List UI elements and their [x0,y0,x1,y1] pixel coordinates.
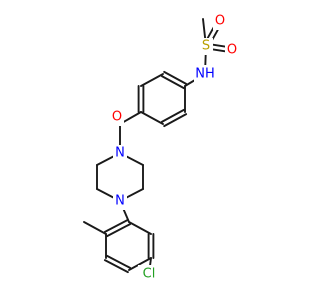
atom-label-amide-nh: NH [195,67,215,82]
atom-cl: Cl [138,265,160,282]
atom-n1: N [113,145,127,162]
atom-o3: O [110,109,124,126]
atom-label-oxygen-carbonyl: O [112,110,122,125]
atom-o2: O [225,41,239,58]
bond-a5-a6 [140,73,164,87]
bond-b4-b5 [128,257,152,271]
atom-nh: NH [194,65,216,82]
bond-a2-a3-a [160,108,185,123]
atom-s: S [199,38,213,55]
bond-b2-bMe [83,221,107,235]
bond-a2-a3-b [163,113,188,128]
atom-label-nitrogen-piperazine-2: N [115,194,125,209]
bond-b3-b4-a [103,259,129,274]
bond-b6-b1 [128,221,152,235]
atom-o1: O [213,13,227,30]
bond-a6-a1-a [160,75,185,90]
atom-label-oxygen-sulfonyl-2: O [227,43,237,58]
molecule-structure-diagram: S O O NH O N N Cl [83,13,239,282]
atom-label-oxygen-sulfonyl-1: O [215,14,225,29]
atom-label-nitrogen-piperazine-1: N [115,146,125,161]
bond-b3-b4-b [106,254,132,269]
atom-label-chlorine: Cl [143,267,156,282]
bond-b1-b2-a [103,218,129,233]
atom-label-sulfur: S [202,39,210,54]
atom-n2: N [113,193,127,210]
bond-a6-a1-b [163,70,188,85]
bond-b1-b2-b [106,223,132,238]
atom-label-layer: S O O NH O N N Cl [110,13,239,282]
bond-layer [83,18,234,275]
bond-a3-a4 [140,111,164,125]
